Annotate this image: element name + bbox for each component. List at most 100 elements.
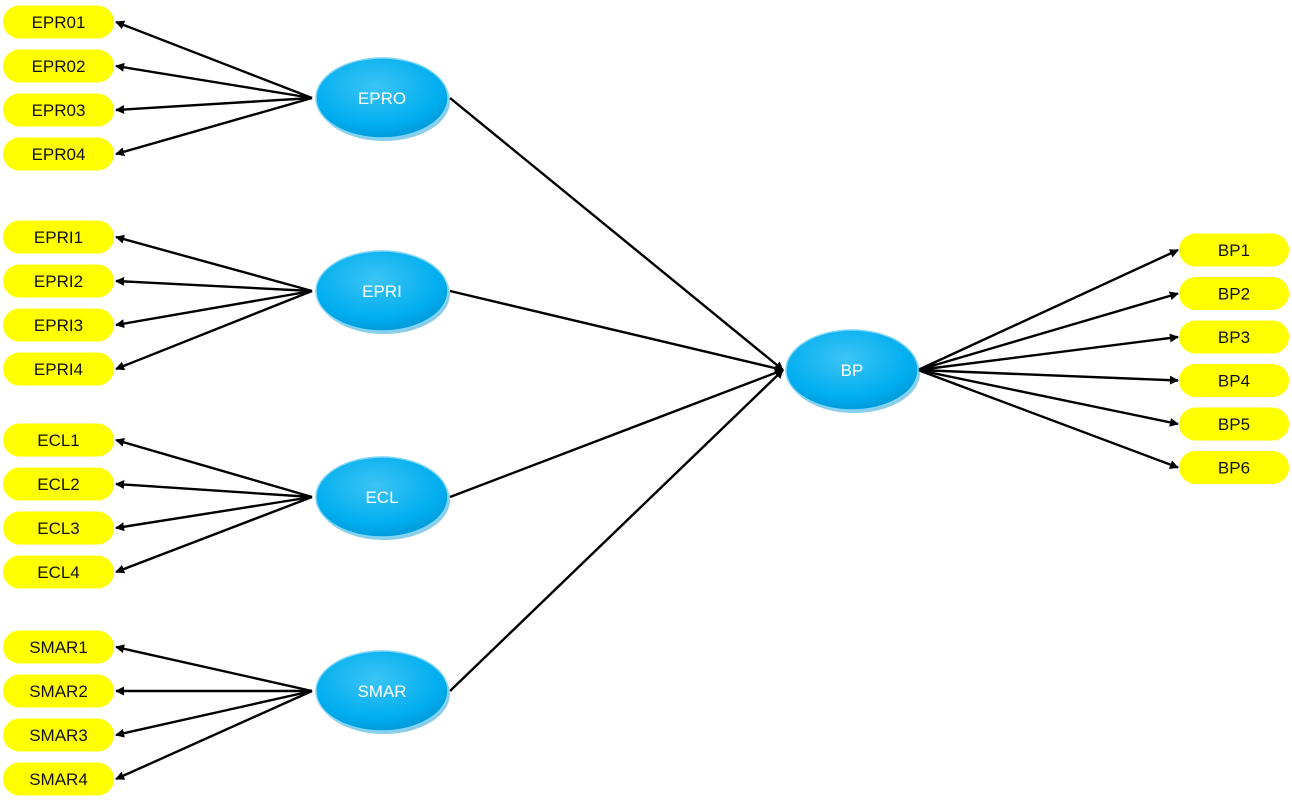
indicator-box	[3, 49, 114, 83]
indicator-label: BP6	[1218, 459, 1250, 478]
measurement-arrow-smar3	[115, 689, 313, 738]
indicator-epri4: EPRI4	[3, 352, 114, 386]
path-arrow-ecl-to-bp	[449, 368, 784, 499]
measurement-arrow-ecl2	[115, 480, 313, 499]
indicator-box	[3, 511, 114, 545]
measurement-arrow-bp1	[917, 248, 1179, 372]
indicator-box	[1179, 277, 1289, 310]
indicator-box	[3, 630, 114, 664]
indicator-label: BP1	[1218, 241, 1250, 260]
indicator-label: EPR02	[32, 57, 86, 76]
indicator-label: BP5	[1218, 415, 1250, 434]
indicator-box	[3, 674, 114, 708]
latent-ellipse	[315, 650, 449, 732]
indicator-label: EPRI1	[34, 228, 83, 247]
indicator-epr01: EPR01	[3, 5, 114, 39]
indicator-label: SMAR3	[29, 726, 88, 745]
path-arrow-smar-to-bp	[449, 369, 784, 692]
latents-layer: EPRO EPRI ECL SMAR BP	[315, 57, 920, 734]
indicator-label: EPRI4	[34, 360, 83, 379]
indicator-bp4: BP4	[1179, 364, 1289, 397]
indicator-epri1: EPRI1	[3, 220, 114, 254]
measurement-arrow-epri2	[115, 276, 313, 293]
measurement-arrow-epr04	[115, 96, 313, 157]
measurement-arrow-epri4	[115, 289, 313, 371]
latent-label: ECL	[365, 488, 398, 507]
indicator-bp2: BP2	[1179, 277, 1289, 310]
indicator-label: EPR01	[32, 13, 86, 32]
latent-label: BP	[841, 361, 864, 380]
indicator-box	[3, 137, 114, 171]
latent-ellipse	[315, 456, 449, 538]
indicator-ecl2: ECL2	[3, 467, 114, 501]
latent-epri: EPRI	[315, 250, 450, 334]
measurement-arrow-ecl4	[115, 495, 313, 574]
measurement-arrow-epr01	[115, 20, 313, 100]
indicator-ecl4: ECL4	[3, 555, 114, 589]
indicator-label: ECL1	[37, 431, 80, 450]
measurement-arrow-ecl1	[115, 437, 313, 499]
indicator-box	[3, 423, 114, 457]
indicator-label: SMAR1	[29, 638, 88, 657]
latent-label: SMAR	[357, 682, 406, 701]
measurement-arrow-epri3	[115, 289, 313, 329]
indicator-box	[3, 5, 114, 39]
measurement-arrow-smar1	[115, 644, 313, 693]
indicator-label: BP4	[1218, 372, 1250, 391]
indicator-ecl1: ECL1	[3, 423, 114, 457]
indicator-box	[3, 352, 114, 386]
indicator-label: ECL2	[37, 475, 80, 494]
indicators-layer: EPR01EPR02EPR03EPR04EPRI1EPRI2EPRI3EPRI4…	[3, 5, 1289, 796]
indicator-smar3: SMAR3	[3, 718, 114, 752]
indicator-label: EPRI2	[34, 272, 83, 291]
measurement-arrow-bp6	[917, 368, 1179, 469]
measurement-arrow-bp3	[917, 333, 1179, 372]
latent-ecl: ECL	[315, 456, 450, 540]
indicator-label: EPR04	[32, 145, 86, 164]
indicator-box	[3, 718, 114, 752]
indicator-ecl3: ECL3	[3, 511, 114, 545]
indicator-box	[3, 93, 114, 127]
indicator-box	[1179, 451, 1289, 484]
latent-epro: EPRO	[315, 57, 450, 141]
indicator-label: EPR03	[32, 101, 86, 120]
latent-label: EPRO	[358, 89, 406, 108]
indicator-box	[3, 555, 114, 589]
indicator-box	[3, 264, 114, 298]
indicator-epr02: EPR02	[3, 49, 114, 83]
measurement-arrow-epri1	[115, 234, 313, 293]
measurement-arrow-smar4	[115, 689, 313, 781]
indicator-box	[3, 467, 114, 501]
indicator-label: BP3	[1218, 328, 1250, 347]
indicator-box	[3, 308, 114, 342]
measurement-arrow-ecl3	[115, 495, 313, 532]
arrows-layer	[115, 20, 1179, 781]
indicator-box	[1179, 364, 1289, 397]
path-arrow-epri-to-bp	[449, 289, 784, 373]
indicator-box	[3, 762, 114, 796]
measurement-arrow-bp2	[917, 291, 1179, 372]
indicator-label: EPRI3	[34, 316, 83, 335]
latent-ellipse	[315, 250, 449, 332]
indicator-bp6: BP6	[1179, 451, 1289, 484]
indicator-box	[1179, 407, 1289, 441]
latent-smar: SMAR	[315, 650, 450, 734]
indicator-epri3: EPRI3	[3, 308, 114, 342]
latent-ellipse	[315, 57, 449, 139]
measurement-arrow-epr02	[115, 62, 313, 100]
measurement-arrow-bp5	[917, 368, 1179, 427]
measurement-arrow-bp4	[917, 368, 1179, 385]
indicator-bp5: BP5	[1179, 407, 1289, 441]
indicator-epr04: EPR04	[3, 137, 114, 171]
indicator-smar2: SMAR2	[3, 674, 114, 708]
indicator-label: ECL3	[37, 519, 80, 538]
latent-label: EPRI	[362, 282, 402, 301]
indicator-label: SMAR2	[29, 682, 88, 701]
path-arrow-epro-to-bp	[449, 97, 784, 371]
indicator-label: ECL4	[37, 563, 80, 582]
measurement-arrow-epr03	[115, 96, 313, 114]
latent-bp: BP	[785, 329, 920, 413]
indicator-bp3: BP3	[1179, 320, 1289, 354]
indicator-box	[3, 220, 114, 254]
indicator-smar4: SMAR4	[3, 762, 114, 796]
